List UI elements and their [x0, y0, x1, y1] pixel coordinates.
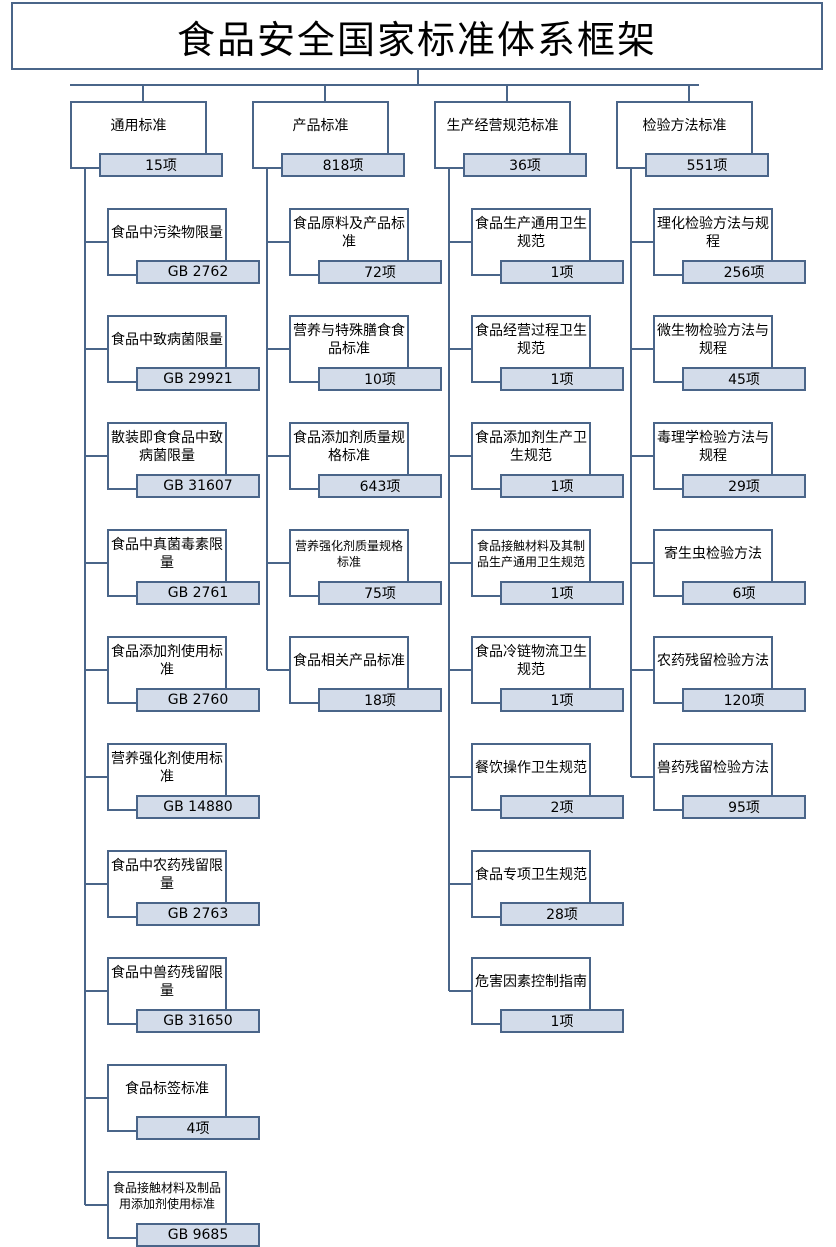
standard-code-badge: 10项 — [318, 367, 442, 391]
standard-code-badge: 1项 — [500, 1009, 624, 1033]
standard-code-badge: 4项 — [136, 1116, 260, 1140]
standard-item-label: 寄生虫检验方法 — [664, 546, 762, 562]
standard-code-badge: 18项 — [318, 688, 442, 712]
standard-item-label: 食品中兽药残留限量 — [111, 965, 223, 999]
category-count-badge: 551项 — [645, 153, 769, 177]
standard-item-label: 食品接触材料及制品用添加剂使用标准 — [112, 1181, 221, 1211]
standard-code-badge: GB 2760 — [136, 688, 260, 712]
standard-item-label: 食品专项卫生规范 — [475, 867, 587, 883]
standard-code-badge: 1项 — [500, 260, 624, 284]
standard-code-badge: GB 31607 — [136, 474, 260, 498]
standard-item-label: 食品中污染物限量 — [111, 225, 223, 241]
category-label: 生产经营规范标准 — [446, 118, 559, 134]
standard-item-label: 食品添加剂质量规格标准 — [293, 430, 405, 464]
category-label: 检验方法标准 — [642, 118, 727, 134]
standard-code-badge: 2项 — [500, 795, 624, 819]
standard-item-label: 食品接触材料及其制品生产通用卫生规范 — [476, 539, 585, 569]
standard-item-label: 理化检验方法与规程 — [657, 216, 769, 250]
standard-code-badge: GB 29921 — [136, 367, 260, 391]
standard-item-label: 农药残留检验方法 — [657, 653, 769, 669]
standard-item-label: 食品相关产品标准 — [293, 653, 405, 669]
standard-item-box: 食品经营过程卫生规范 — [471, 315, 591, 383]
standard-code-badge: 1项 — [500, 367, 624, 391]
standard-code-badge: 1项 — [500, 474, 624, 498]
standard-code-badge: 29项 — [682, 474, 806, 498]
standard-code-badge: 120项 — [682, 688, 806, 712]
standard-item-label: 餐饮操作卫生规范 — [475, 760, 587, 776]
diagram-title: 食品安全国家标准体系框架 — [176, 17, 657, 62]
standard-code-badge: GB 2763 — [136, 902, 260, 926]
standard-code-badge: GB 2761 — [136, 581, 260, 605]
standard-item-label: 营养与特殊膳食食品标准 — [293, 323, 405, 357]
standard-item-label: 食品冷链物流卫生规范 — [475, 644, 587, 678]
standard-code-badge: 45项 — [682, 367, 806, 391]
standard-item-label: 营养强化剂使用标准 — [111, 751, 223, 785]
category-count-badge: 15项 — [99, 153, 223, 177]
standard-code-badge: 643项 — [318, 474, 442, 498]
standard-item-label: 食品标签标准 — [125, 1081, 209, 1097]
standard-code-badge: GB 2762 — [136, 260, 260, 284]
standard-code-badge: 75项 — [318, 581, 442, 605]
standard-code-badge: 95项 — [682, 795, 806, 819]
standard-item-label: 营养强化剂质量规格标准 — [294, 539, 403, 569]
standard-item-label: 毒理学检验方法与规程 — [657, 430, 769, 464]
standard-item-label: 食品中农药残留限量 — [111, 858, 223, 892]
standard-item-label: 兽药残留检验方法 — [657, 760, 769, 776]
standard-item-label: 食品生产通用卫生规范 — [475, 216, 587, 250]
standard-item-label: 散装即食食品中致病菌限量 — [111, 430, 223, 464]
category-count-badge: 818项 — [281, 153, 405, 177]
standard-item-label: 食品中真菌毒素限量 — [111, 537, 223, 571]
standard-code-badge: GB 9685 — [136, 1223, 260, 1247]
category-label: 产品标准 — [292, 118, 349, 134]
standard-code-badge: 1项 — [500, 688, 624, 712]
standard-code-badge: 72项 — [318, 260, 442, 284]
standard-item-label: 食品添加剂使用标准 — [111, 644, 223, 678]
standard-code-badge: 28项 — [500, 902, 624, 926]
standard-code-badge: 6项 — [682, 581, 806, 605]
standard-item-label: 危害因素控制指南 — [475, 974, 587, 990]
standard-code-badge: 256项 — [682, 260, 806, 284]
standard-code-badge: GB 31650 — [136, 1009, 260, 1033]
standard-code-badge: 1项 — [500, 581, 624, 605]
category-count-badge: 36项 — [463, 153, 587, 177]
category-label: 通用标准 — [110, 118, 167, 134]
standard-item-label: 微生物检验方法与规程 — [657, 323, 769, 357]
standard-item-label: 食品经营过程卫生规范 — [475, 323, 587, 357]
standard-item-label: 食品中致病菌限量 — [111, 332, 223, 348]
standard-code-badge: GB 14880 — [136, 795, 260, 819]
standard-item-box: 食品添加剂使用标准 — [107, 636, 227, 704]
diagram-title-box: 食品安全国家标准体系框架 — [11, 2, 823, 70]
standard-item-label: 食品添加剂生产卫生规范 — [475, 430, 587, 464]
standard-item-label: 食品原料及产品标准 — [293, 216, 405, 250]
